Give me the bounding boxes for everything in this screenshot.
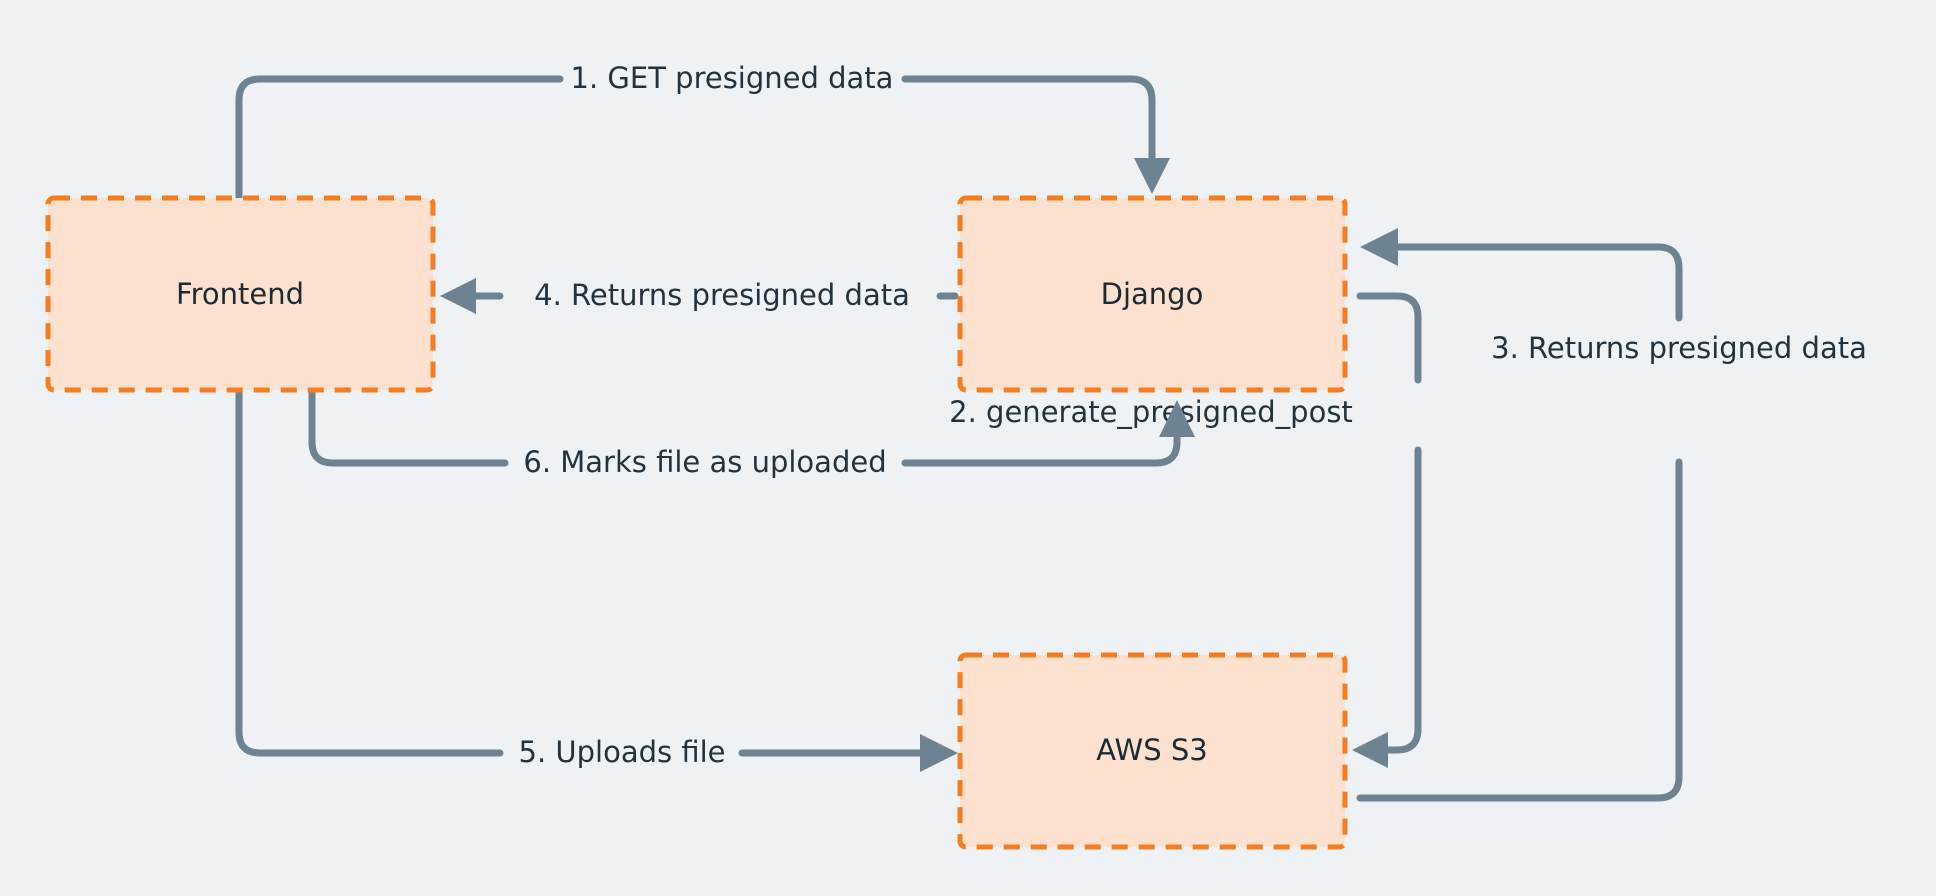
edge-6-line	[308, 388, 509, 467]
node-aws-s3[interactable]: AWS S3	[957, 652, 1348, 850]
edge-1-arrowhead	[1134, 158, 1170, 194]
edge-2-line	[1356, 292, 1422, 384]
edge-4-returns-presigned-data: 4. Returns presigned data	[440, 278, 959, 314]
edge-2-generate-presigned-post: 2. generate_presigned_post	[949, 292, 1422, 768]
node-frontend-label: Frontend	[176, 277, 304, 311]
node-aws-s3-label: AWS S3	[1096, 733, 1207, 767]
edge-5-uploads-file: 5. Uploads file	[235, 388, 958, 772]
edge-3-line-b	[1394, 243, 1683, 322]
edge-4-label: 4. Returns presigned data	[534, 278, 910, 312]
node-django[interactable]: Django	[957, 195, 1348, 393]
edge-6-line-b	[901, 431, 1181, 467]
node-django-label: Django	[1101, 277, 1204, 311]
node-frontend[interactable]: Frontend	[45, 195, 436, 393]
edge-5-arrowhead	[920, 734, 958, 772]
edge-1-line	[235, 75, 564, 202]
edge-2-line-b	[1381, 446, 1422, 754]
edge-1-get-presigned-data: 1. GET presigned data	[235, 61, 1170, 202]
edge-4-arrowhead	[440, 278, 476, 314]
node-frontend-box[interactable]	[45, 195, 436, 393]
node-aws-s3-box[interactable]	[957, 652, 1348, 850]
edge-3-label: 3. Returns presigned data	[1491, 331, 1867, 365]
edge-5-label: 5. Uploads file	[519, 735, 726, 769]
edge-2-arrowhead	[1352, 732, 1388, 768]
edge-3-arrowhead	[1360, 228, 1398, 266]
edge-3-returns-presigned-data: 3. Returns presigned data	[1356, 228, 1867, 802]
node-django-box[interactable]	[957, 195, 1348, 393]
edge-2-label: 2. generate_presigned_post	[949, 395, 1353, 429]
edge-5-line	[235, 388, 504, 757]
edge-6-arrowhead	[1159, 400, 1195, 437]
edge-6-marks-file-as-uploaded: 6. Marks file as uploaded	[308, 388, 1195, 479]
edge-3-line	[1356, 458, 1683, 802]
edge-6-label: 6. Marks file as uploaded	[523, 445, 886, 479]
edge-1-label: 1. GET presigned data	[571, 61, 894, 95]
edge-1-line-b	[901, 75, 1156, 164]
